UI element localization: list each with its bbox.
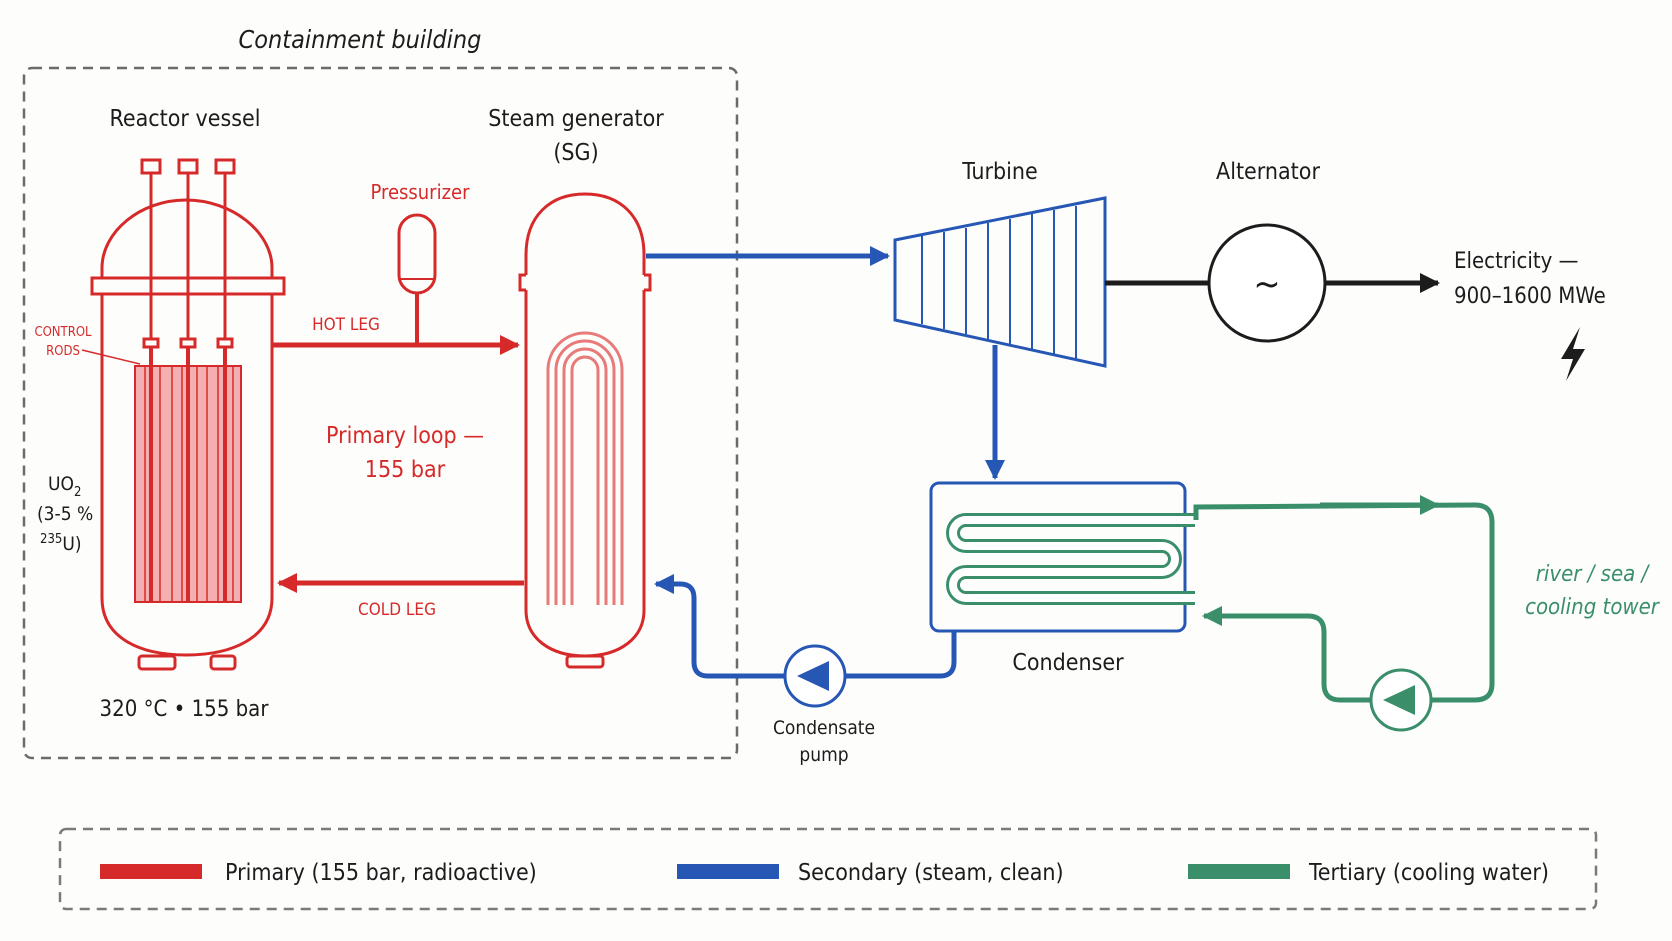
legend-item-secondary: Secondary (steam, clean) [677,860,1064,886]
turbine-label: Turbine [961,159,1038,185]
legend-label-secondary: Secondary (steam, clean) [798,860,1064,886]
cold-leg: COLD LEG [277,573,524,620]
fuel-label-3: 235U) [40,532,82,555]
condensate-pump-label-2: pump [799,744,848,766]
containment-building: Containment building [22,25,739,760]
control-rods-label-1: CONTROL [34,325,92,340]
legend-item-tertiary: Tertiary (cooling water) [1188,860,1549,886]
control-rods-label-2: RODS [46,344,80,359]
cooling-pump [1369,668,1433,732]
condensate-pump-label-1: Condensate [773,717,875,739]
legend-label-tertiary: Tertiary (cooling water) [1308,860,1549,886]
fuel-label-1: UO2 [48,473,81,500]
alternator: Alternator ~ [1207,159,1327,343]
hot-leg-label: HOT LEG [312,315,380,335]
legend-swatch-tertiary [1188,864,1290,879]
condensate-line [654,574,957,679]
cooling-source-label-1: river / sea / [1536,562,1651,587]
cooling-loop [1193,495,1495,703]
condenser-label: Condenser [1012,650,1124,676]
cold-leg-label: COLD LEG [358,600,436,620]
turbine: Turbine [893,159,1107,368]
primary-loop-label-2: 155 bar [365,457,446,483]
pressurizer: Pressurizer [371,180,471,345]
pressurizer-label: Pressurizer [371,180,471,204]
steam-generator: Steam generator (SG) [488,106,664,669]
fuel-label-2: (3-5 % [37,503,93,525]
legend: Primary (155 bar, radioactive) Secondary… [58,827,1598,911]
electricity-label-2: 900–1600 MWe [1454,284,1606,309]
cooling-source-label-2: cooling tower [1525,595,1661,620]
legend-swatch-primary [100,864,202,879]
condenser-coil [946,513,1195,605]
lightning-icon [1561,327,1585,381]
legend-label-primary: Primary (155 bar, radioactive) [225,860,537,886]
hot-leg: HOT LEG [273,315,520,355]
reactor-vessel: Reactor vessel [34,106,286,722]
alternator-label: Alternator [1216,159,1320,185]
sg-label-2: (SG) [553,140,598,166]
control-rods-pointer [81,349,141,365]
alternator-symbol: ~ [1253,264,1280,305]
reactor-conditions: 320 °C • 155 bar [100,697,270,722]
electricity-label-1: Electricity — [1454,249,1578,274]
containment-title: Containment building [239,25,482,54]
electricity-output: Electricity — 900–1600 MWe [1454,249,1606,381]
condensate-pump: Condensate pump [773,644,875,766]
legend-swatch-secondary [677,864,779,879]
legend-item-primary: Primary (155 bar, radioactive) [100,860,537,886]
sg-u-tubes [546,331,624,605]
condenser: Condenser [929,481,1195,676]
primary-loop-label-1: Primary loop — [326,423,484,449]
fuel-core [134,347,242,603]
control-rod-drives [140,158,236,349]
sg-label-1: Steam generator [488,106,664,132]
reactor-title: Reactor vessel [110,106,261,132]
